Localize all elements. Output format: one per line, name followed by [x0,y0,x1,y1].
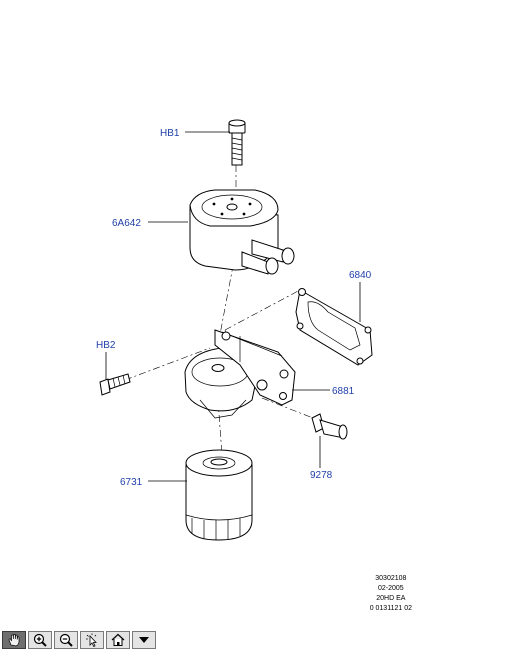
zoom-out-icon [59,633,73,647]
callout-6840: 6840 [349,270,372,281]
home-icon [111,633,125,646]
filter-housing-6881 [184,329,296,419]
gasket-6840 [295,288,373,366]
callout-6881: 6881 [332,386,355,397]
select-pointer-icon [86,633,97,647]
drawing-reference: 30302108 02-2005 20HD EA 0 0131121 02 [370,574,412,614]
oil-cooler-6a642 [189,189,295,275]
reference-line-4: 0 0131121 02 [369,605,412,612]
callout-hb2: HB2 [96,340,116,351]
zoom-in-button[interactable] [28,631,52,649]
viewer-toolbar [0,630,520,650]
assembly-axis-bolt2 [124,347,211,381]
callout-9278: 9278 [310,470,333,481]
oil-filter-6731 [185,449,253,541]
callout-hb1: HB1 [160,128,180,139]
sensor-9278 [311,413,348,440]
reference-line-3: 20HD EA [376,595,406,602]
assembly-axis-sensor [261,397,319,421]
menu-down-icon [139,637,149,643]
callout-6a642: 6A642 [112,218,141,229]
select-button[interactable] [80,631,104,649]
pan-button[interactable] [2,631,26,649]
reference-line-1: 30302108 [375,575,407,582]
exploded-parts-diagram: HB1 6A642 6840 HB2 6881 9278 6731 [96,119,373,541]
home-button[interactable] [106,631,130,649]
pan-hand-icon [8,634,20,647]
bolt-hb2 [99,373,131,396]
zoom-out-button[interactable] [54,631,78,649]
bolt-hb1 [228,119,246,166]
menu-button[interactable] [132,631,156,649]
zoom-in-icon [33,633,47,647]
reference-line-2: 02-2005 [377,585,404,592]
callout-6731: 6731 [120,477,143,488]
